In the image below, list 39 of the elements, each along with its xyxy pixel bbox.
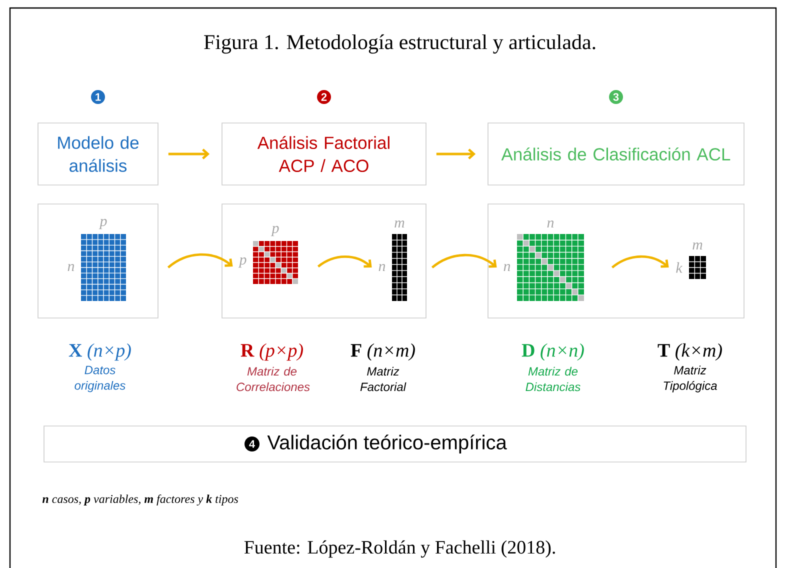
dimension-letter: n — [547, 220, 554, 228]
title-box: Análisis Factorial ACP / ACO — [222, 122, 426, 186]
matrix-symbol: T (k×m) — [658, 343, 722, 361]
title-box: Modelo de análisis — [38, 122, 158, 186]
validation-title: Validación teórico-empírica — [267, 434, 507, 454]
matrix-name: Matriz Factorial — [360, 366, 406, 392]
panel-box — [38, 204, 158, 318]
panel-box — [222, 204, 426, 318]
arrow — [436, 148, 476, 160]
dimension-letter: n — [68, 264, 74, 272]
matrix-symbol: F (n×m) — [350, 343, 415, 361]
figure-title: Figura 1. Metodología estructural y articulada. — [204, 34, 596, 54]
arrow — [431, 254, 497, 268]
step-number: 3 — [609, 90, 623, 104]
dimension-letter: k — [676, 262, 683, 273]
matrix-name: Matriz Tipológica — [664, 366, 717, 392]
dimension-letter: m — [394, 220, 404, 228]
note-text: n casos, p variables, m factores y k tipos — [42, 494, 238, 506]
dimension-letter: m — [692, 242, 702, 250]
matrix-name: Matriz de Correlaciones — [236, 366, 310, 392]
matrix-symbol: D (n×n) — [522, 343, 584, 361]
arrow — [612, 255, 669, 268]
title-box: Análisis de Clasificación ACL — [488, 122, 744, 186]
dimension-letter: p — [98, 218, 107, 230]
matrix-symbol: R (p×p) — [240, 343, 303, 361]
arrow — [318, 255, 372, 268]
step-number: 2 — [317, 90, 331, 104]
dimension-letter: n — [504, 264, 510, 272]
arrow — [167, 253, 233, 268]
matrix-symbol: X (n×p) — [68, 343, 131, 361]
matrix-name: Datos originales — [74, 366, 126, 392]
dimension-letter: p — [270, 226, 279, 236]
panel-box — [488, 204, 744, 318]
source-caption: Fuente: López-Roldán y Fachelli (2018). — [244, 540, 555, 558]
dimension-letter: p — [238, 257, 246, 268]
arrow — [168, 148, 210, 160]
matrix-name: Matriz de Distancias — [526, 366, 580, 392]
step-number: 1 — [91, 90, 105, 104]
dimension-letter: n — [378, 264, 386, 272]
